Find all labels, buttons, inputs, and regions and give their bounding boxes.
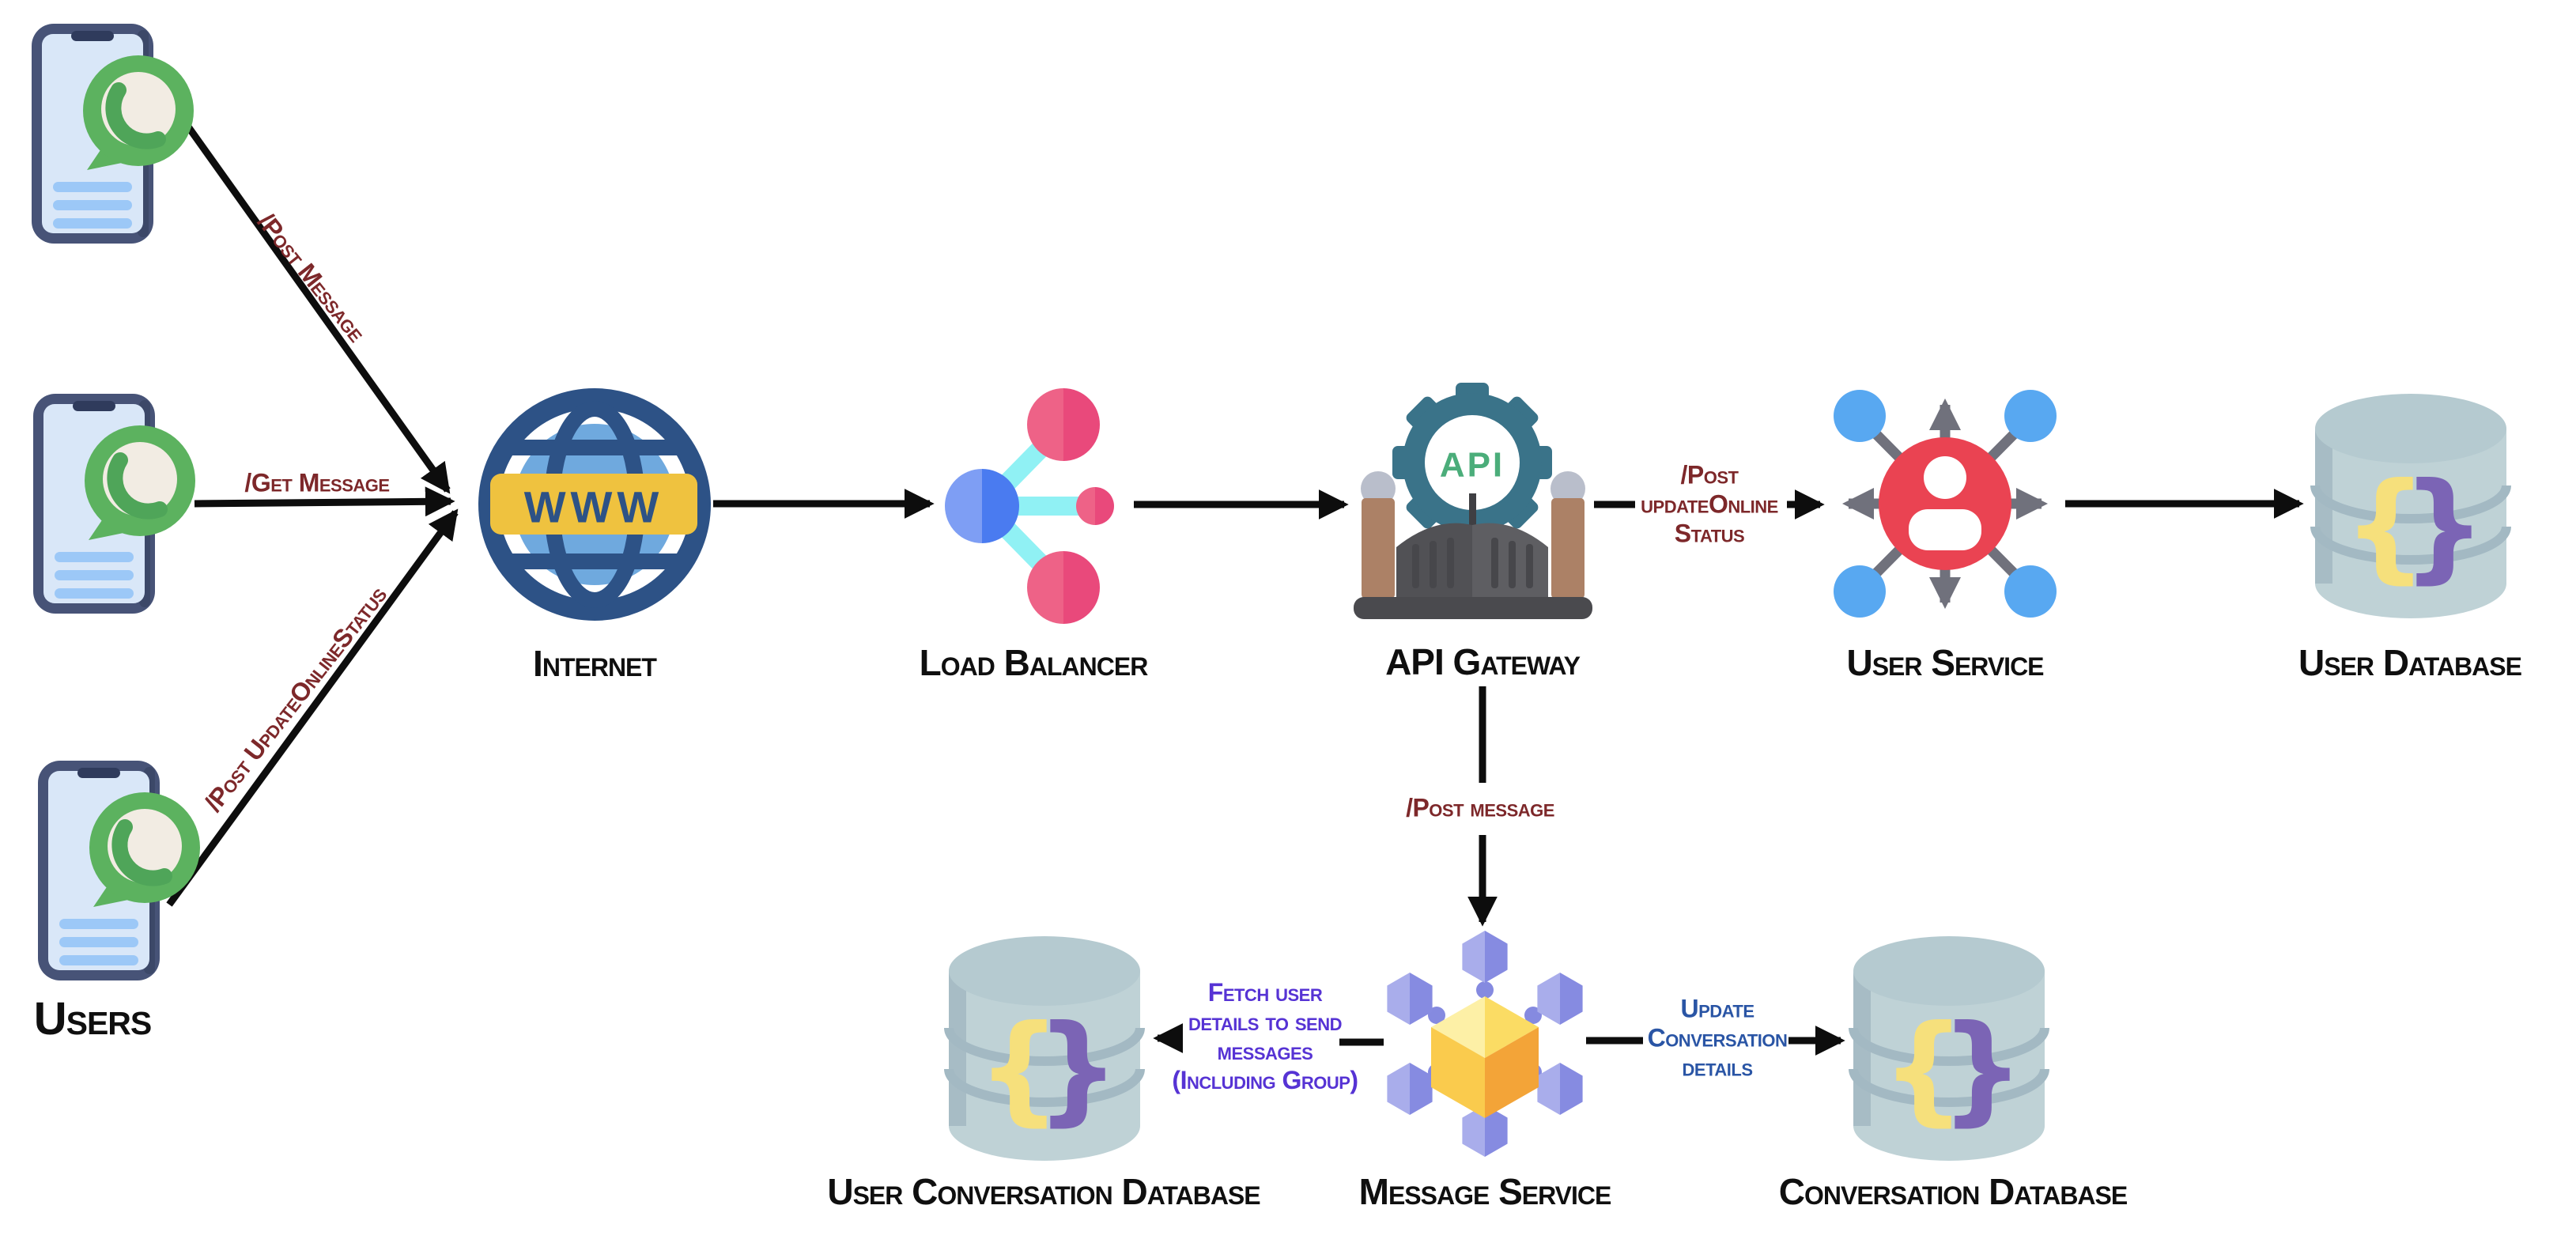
edge-label-post-message-vertical: /Post message bbox=[1406, 793, 1554, 822]
user-icon bbox=[1909, 456, 1981, 550]
users-label: Users bbox=[33, 993, 153, 1045]
edge-label-line: (Including Group) bbox=[1172, 1066, 1358, 1094]
user-database-icon bbox=[2315, 394, 2506, 618]
edge-label-fetch-user-details: Fetch user details to send messages (Inc… bbox=[1172, 978, 1358, 1095]
user-database-label: User Database bbox=[2298, 642, 2522, 683]
conversation-database-label: Conversation Database bbox=[1778, 1171, 2128, 1212]
user-conversation-database-label: User Conversation Database bbox=[827, 1171, 1260, 1212]
user-service-label: User Service bbox=[1846, 642, 2044, 683]
www-banner bbox=[490, 474, 697, 535]
phone-icon-1 bbox=[32, 24, 194, 244]
edge-label-get-message: /Get Message bbox=[244, 468, 390, 497]
edge-label-line: updateOnline bbox=[1641, 489, 1778, 519]
conversation-database-icon bbox=[1853, 936, 2045, 1161]
edge-label-line: Fetch user bbox=[1207, 978, 1323, 1007]
cube-icon bbox=[1431, 996, 1539, 1118]
gate bbox=[1354, 471, 1592, 619]
connector-arrows bbox=[166, 104, 2304, 1056]
arrow-phone2-internet bbox=[194, 486, 455, 517]
edge-label-line: Conversation bbox=[1647, 1023, 1788, 1052]
message-service-icon bbox=[1387, 931, 1583, 1157]
user-conversation-database-icon bbox=[949, 936, 1140, 1161]
internet-label: Internet bbox=[533, 643, 657, 684]
api-gateway-icon: API bbox=[1354, 383, 1592, 619]
load-balancer-label: Load Balancer bbox=[919, 642, 1149, 683]
arrow-phone1-internet bbox=[171, 104, 451, 494]
load-balancer-icon bbox=[945, 388, 1114, 624]
edge-label-update-conversation-details: Update Conversation details bbox=[1648, 995, 1788, 1082]
message-service-label: Message Service bbox=[1358, 1171, 1612, 1212]
api-gateway-label: API Gateway bbox=[1385, 641, 1581, 682]
edge-label-line: Status bbox=[1674, 519, 1745, 548]
phone-icon-2 bbox=[33, 394, 195, 614]
edge-label-line: Update bbox=[1680, 994, 1754, 1023]
edge-label-line: /Post bbox=[1680, 460, 1739, 489]
api-icon-text: API bbox=[1440, 446, 1505, 485]
edge-label-post-updateonline-status: /Post updateOnline Status bbox=[1641, 461, 1778, 549]
edge-label-line: details bbox=[1682, 1052, 1753, 1082]
edge-label-line: details to send bbox=[1188, 1007, 1343, 1036]
phone-icon-3 bbox=[38, 761, 200, 980]
edge-label-line: messages bbox=[1217, 1037, 1313, 1065]
www-banner-text: WWW bbox=[524, 482, 664, 532]
user-service-icon bbox=[1834, 390, 2057, 618]
internet-globe-icon: WWW bbox=[478, 388, 711, 621]
arrow-phone3-internet bbox=[166, 508, 459, 907]
